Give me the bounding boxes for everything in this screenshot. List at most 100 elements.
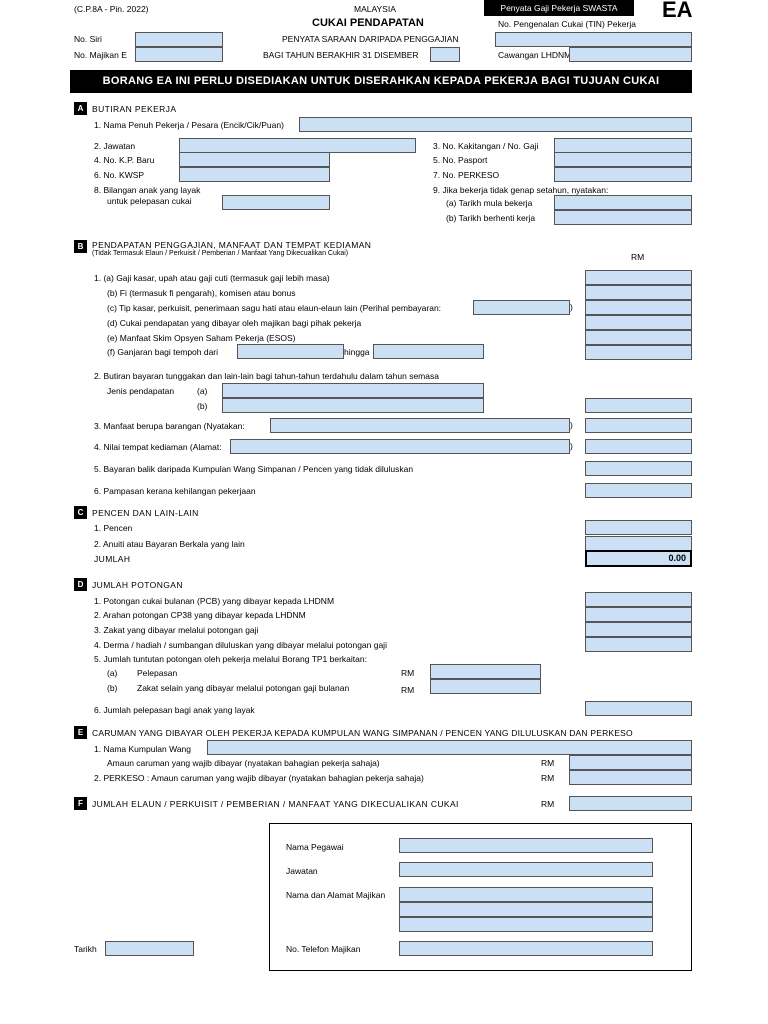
sig-jawatan-label: Jawatan	[286, 866, 318, 876]
caruman-rm: RM	[541, 758, 555, 768]
derma-field[interactable]	[585, 637, 692, 652]
cp38-field[interactable]	[585, 607, 692, 622]
bayaran-balik-field[interactable]	[585, 461, 692, 476]
pelepasan-rm: RM	[401, 668, 415, 678]
nama-field[interactable]	[299, 117, 692, 132]
country-label: MALAYSIA	[354, 4, 396, 14]
anak-label: 8. Bilangan anak yang layak	[94, 185, 201, 195]
esos-label: (e) Manfaat Skim Opsyen Saham Pekerja (E…	[107, 333, 296, 343]
cukai-majikan-field[interactable]	[585, 315, 692, 330]
pegawai-field[interactable]	[399, 838, 653, 853]
anak-label-2: untuk pelepasan cukai	[107, 196, 192, 206]
elaun-field[interactable]	[569, 796, 692, 811]
pelepasan-field[interactable]	[430, 664, 541, 679]
tip-paren: )	[570, 302, 573, 312]
tarikh-label: Tarikh	[74, 944, 97, 954]
section-a-marker: A	[74, 102, 87, 115]
perkeso-label: 7. No. PERKESO	[433, 170, 500, 180]
kediaman-field[interactable]	[585, 439, 692, 454]
kakitangan-field[interactable]	[554, 138, 692, 153]
telefon-label: No. Telefon Majikan	[286, 944, 361, 954]
form-code: (C.P.8A - Pin. 2022)	[74, 4, 149, 14]
pampasan-field[interactable]	[585, 483, 692, 498]
perkeso-caruman-field[interactable]	[569, 770, 692, 785]
perkeso-field[interactable]	[554, 167, 692, 182]
form-title: CUKAI PENDAPATAN	[312, 17, 424, 29]
ganjaran-hingga-field[interactable]	[373, 344, 484, 359]
pasport-label: 5. No. Pasport	[433, 155, 488, 165]
mula-label: (a) Tarikh mula bekerja	[446, 198, 533, 208]
jenis-label: Jenis pendapatan	[107, 386, 175, 396]
section-c-title: PENCEN DAN LAIN-LAIN	[92, 508, 199, 518]
tin-label: No. Pengenalan Cukai (TIN) Pekerja	[498, 19, 636, 29]
anak-field[interactable]	[222, 195, 330, 210]
berhenti-label: (b) Tarikh berhenti kerja	[446, 213, 536, 223]
cp38-label: 2. Arahan potongan CP38 yang dibayar kep…	[94, 610, 306, 620]
jenis-a-field[interactable]	[222, 383, 484, 398]
siri-field[interactable]	[135, 32, 223, 47]
tin-field[interactable]	[495, 32, 692, 47]
employer-signature-box	[269, 823, 692, 971]
gaji-kasar-label: 1. (a) Gaji kasar, upah atau gaji cuti (…	[94, 273, 330, 283]
jenis-b-field[interactable]	[222, 398, 484, 413]
barangan-desc-field[interactable]	[270, 418, 570, 433]
kediaman-alamat-field[interactable]	[230, 439, 570, 454]
section-c-marker: C	[74, 506, 87, 519]
jawatan-field[interactable]	[179, 138, 416, 153]
form-subtitle: PENYATA SARAAN DARIPADA PENGGAJIAN	[282, 34, 459, 44]
year-field[interactable]	[430, 47, 460, 62]
kediaman-label: 4. Nilai tempat kediaman (Alamat:	[94, 442, 222, 452]
caruman-label: Amaun caruman yang wajib dibayar (nyatak…	[107, 758, 380, 768]
section-b-title: PENDAPATAN PENGGAJIAN, MANFAAT DAN TEMPA…	[92, 240, 372, 250]
alamat-majikan-field-2[interactable]	[399, 902, 653, 917]
cawangan-field[interactable]	[569, 47, 692, 62]
tunggakan-field[interactable]	[585, 398, 692, 413]
tunggakan-label: 2. Butiran bayaran tunggakan dan lain-la…	[94, 371, 439, 381]
caruman-field[interactable]	[569, 755, 692, 770]
tp1-a-marker: (a)	[107, 668, 118, 678]
mula-field[interactable]	[554, 195, 692, 210]
barangan-field[interactable]	[585, 418, 692, 433]
sig-jawatan-field[interactable]	[399, 862, 653, 877]
form-banner: BORANG EA INI PERLU DISEDIAKAN UNTUK DIS…	[70, 70, 692, 110]
anuiti-label: 2. Anuiti atau Bayaran Berkala yang lain	[94, 539, 245, 549]
pencen-field[interactable]	[585, 520, 692, 535]
hingga-label: hingga	[344, 347, 370, 357]
section-f-rm: RM	[541, 799, 555, 809]
zakat-lain-rm: RM	[401, 685, 415, 695]
pencen-label: 1. Pencen	[94, 523, 133, 533]
kp-label: 4. No. K.P. Baru	[94, 155, 155, 165]
ganjaran-dari-field[interactable]	[237, 344, 344, 359]
berhenti-field[interactable]	[554, 210, 692, 225]
alamat-majikan-field-1[interactable]	[399, 887, 653, 902]
gaji-kasar-field[interactable]	[585, 270, 692, 285]
majikan-field[interactable]	[135, 47, 223, 62]
form-type-tag: Penyata Gaji Pekerja SWASTA	[484, 0, 634, 16]
zakat-field[interactable]	[585, 622, 692, 637]
pelepasan-anak-field[interactable]	[585, 701, 692, 716]
majikan-label: No. Majikan E	[74, 50, 127, 60]
ganjaran-field[interactable]	[585, 345, 692, 360]
siri-label: No. Siri	[74, 34, 102, 44]
fi-field[interactable]	[585, 285, 692, 300]
pasport-field[interactable]	[554, 152, 692, 167]
tip-field[interactable]	[585, 300, 692, 315]
section-d-marker: D	[74, 578, 87, 591]
alamat-majikan-field-3[interactable]	[399, 917, 653, 932]
tarikh-field[interactable]	[105, 941, 194, 956]
form-id: EA	[662, 0, 693, 22]
cawangan-label: Cawangan LHDNM	[498, 50, 572, 60]
kumpulan-wang-field[interactable]	[207, 740, 692, 755]
pcb-field[interactable]	[585, 592, 692, 607]
pcb-label: 1. Potongan cukai bulanan (PCB) yang dib…	[94, 596, 335, 606]
telefon-field[interactable]	[399, 941, 653, 956]
tip-perihal-field[interactable]	[473, 300, 570, 315]
zakat-lain-field[interactable]	[430, 679, 541, 694]
anuiti-field[interactable]	[585, 536, 692, 551]
jawatan-label: 2. Jawatan	[94, 141, 136, 151]
esos-field[interactable]	[585, 330, 692, 345]
kp-field[interactable]	[179, 152, 330, 167]
kwsp-field[interactable]	[179, 167, 330, 182]
tp1-b-marker: (b)	[107, 683, 118, 693]
year-label: BAGI TAHUN BERAKHIR 31 DISEMBER	[263, 50, 419, 60]
